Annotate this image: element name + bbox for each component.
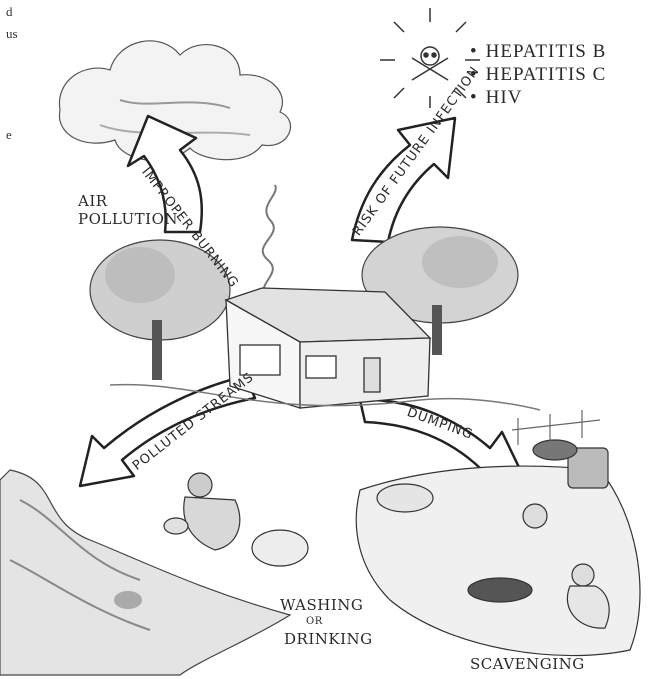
- skull-crossbones-icon: [380, 8, 480, 108]
- arrow-improper-burning: [126, 114, 204, 234]
- left-edge-fragment: d: [6, 4, 13, 19]
- disease-item: HIV: [470, 86, 606, 109]
- fence: [511, 410, 601, 445]
- smoke-plume: [261, 184, 277, 301]
- label-scavenging: SCAVENGING: [470, 655, 585, 673]
- label-drinking: DRINKING: [284, 630, 373, 648]
- stream: [0, 469, 292, 676]
- dump-site: [355, 439, 641, 657]
- tree-icon: [89, 239, 231, 380]
- tree-icon-right: [361, 226, 519, 355]
- person-washing: [163, 472, 309, 567]
- label-or: OR: [306, 616, 323, 627]
- ground: [109, 383, 541, 411]
- label-washing: WASHING: [280, 596, 364, 614]
- left-edge-fragment: us: [6, 26, 18, 41]
- house-icon: [224, 287, 432, 409]
- disease-item: HEPATITIS B: [470, 40, 606, 63]
- left-edge-fragment: e: [6, 127, 12, 142]
- arrow-future-infection: [350, 116, 457, 244]
- disease-list: HEPATITIS B HEPATITIS C HIV: [470, 40, 606, 109]
- disease-item: HEPATITIS C: [470, 63, 606, 86]
- arrow-polluted-streams: [78, 374, 257, 488]
- label-air-pollution: AIR POLLUTION: [78, 192, 178, 228]
